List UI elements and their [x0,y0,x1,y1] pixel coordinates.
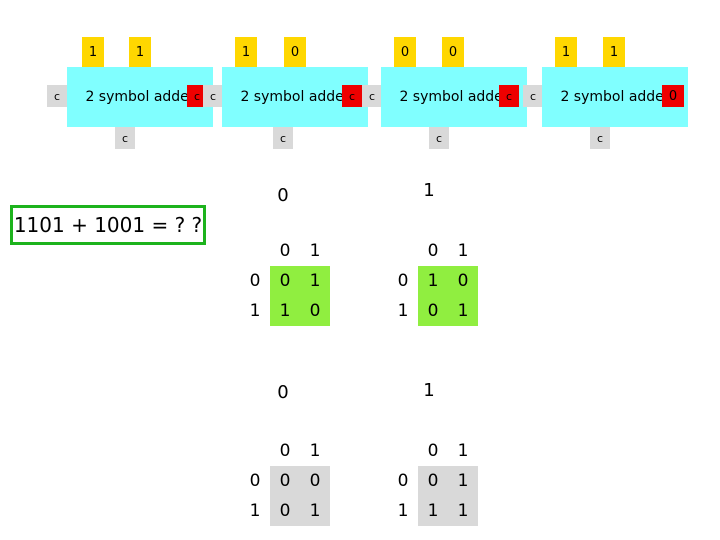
table-1-header-1: 1 [300,236,330,266]
adder-2-carry-in: c [203,85,223,107]
table-4-row-1-label: 1 [388,496,418,526]
table-2-header-1: 1 [448,236,478,266]
table-2-row-1-label: 1 [388,296,418,326]
adder-2-carry-down: c [273,127,293,149]
table-3-row-1-label: 1 [240,496,270,526]
table-4-cell: 0 [418,466,448,496]
table-4-header-0: 0 [418,436,448,466]
table-4-carry-label: 1 [414,375,444,405]
table-3-cell: 0 [270,466,300,496]
table-1-cell: 0 [270,266,300,296]
table-1-row-0-label: 0 [240,266,270,296]
table-3-cell: 1 [300,496,330,526]
table-2-cell: 0 [418,296,448,326]
adder-1-carry-in: c [47,85,67,107]
problem-banner: 1101 + 1001 = ? ? [10,205,206,245]
table-1-cell: 1 [300,266,330,296]
adder-3-carry-down: c [429,127,449,149]
table-3-cell: 0 [300,466,330,496]
table-1-cell: 0 [300,296,330,326]
table-2-cell: 1 [448,296,478,326]
table-4-cell: 1 [448,496,478,526]
table-2-corner [388,236,418,266]
adder-3-carry-in: c [362,85,382,107]
table-3-row-0-label: 0 [240,466,270,496]
table-3-header-0: 0 [270,436,300,466]
adder-3-carry-out: c [499,85,519,107]
adder-1-carry-out: c [187,85,207,107]
adder-2-input-b: 0 [284,37,306,67]
table-4-cell: 1 [418,496,448,526]
adder-2-input-a: 1 [235,37,257,67]
table-2-cell: 1 [418,266,448,296]
table-1-cell: 1 [270,296,300,326]
table-2-carry-label: 1 [414,175,444,205]
table-4-corner [388,436,418,466]
table-2-cell: 0 [448,266,478,296]
adder-4-carry-out: 0 [662,85,684,107]
adder-1-input-a: 1 [82,37,104,67]
adder-4-carry-in: c [523,85,543,107]
table-1-row-1-label: 1 [240,296,270,326]
table-3-carry-label: 0 [268,377,298,407]
adder-1-carry-down: c [115,127,135,149]
table-3-cell: 0 [270,496,300,526]
adder-4-input-b: 1 [603,37,625,67]
adder-1-input-b: 1 [129,37,151,67]
table-1-header-0: 0 [270,236,300,266]
table-4-row-0-label: 0 [388,466,418,496]
adder-3-input-a: 0 [394,37,416,67]
adder-2-carry-out: c [342,85,362,107]
table-4-header-1: 1 [448,436,478,466]
table-2-header-0: 0 [418,236,448,266]
adder-4-carry-down: c [590,127,610,149]
table-4-cell: 1 [448,466,478,496]
table-3-header-1: 1 [300,436,330,466]
table-1-corner [240,236,270,266]
table-3-corner [240,436,270,466]
table-2-row-0-label: 0 [388,266,418,296]
adder-4-input-a: 1 [555,37,577,67]
table-1-carry-label: 0 [268,180,298,210]
adder-3-input-b: 0 [442,37,464,67]
